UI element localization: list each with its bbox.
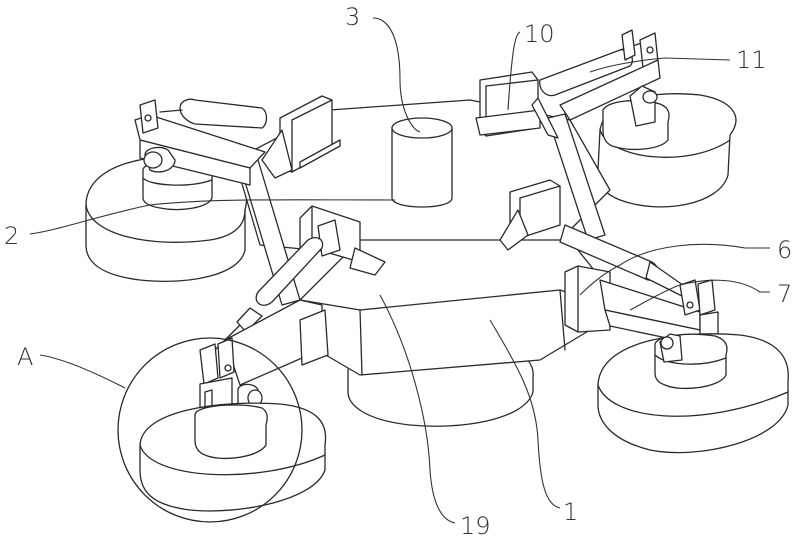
disc-back-right <box>596 93 737 208</box>
label-7: 7 <box>777 280 792 308</box>
leader-10 <box>507 31 521 111</box>
label-10: 10 <box>524 20 555 48</box>
label-3: 3 <box>345 3 360 31</box>
leader-7 <box>629 279 770 311</box>
leader-3 <box>372 17 421 133</box>
labels: 3 10 11 2 6 7 A 19 1 <box>4 3 792 540</box>
arm-back-left <box>134 98 268 186</box>
label-11: 11 <box>736 46 767 74</box>
leader-A <box>39 354 126 389</box>
label-19: 19 <box>460 512 491 540</box>
hydraulic-cylinder-11 <box>539 29 661 127</box>
leader-19 <box>379 294 456 524</box>
leader-6 <box>579 243 770 296</box>
mounting-block-10 <box>475 71 559 139</box>
disc-back-left <box>85 156 248 282</box>
hexagonal-body <box>299 239 611 376</box>
leader-1 <box>489 319 561 509</box>
leader-lines <box>29 17 770 524</box>
central-cylinder <box>391 117 453 208</box>
detail-circle-A <box>117 337 303 523</box>
mounting-block-mid-right <box>499 179 561 251</box>
mounting-block-top-left <box>261 95 341 179</box>
leader-2 <box>29 199 396 235</box>
label-1: 1 <box>563 498 578 526</box>
disc-front-right <box>597 333 789 454</box>
disc-front-left <box>139 402 327 512</box>
label-2: 2 <box>4 222 19 250</box>
label-6: 6 <box>777 236 792 264</box>
label-A: A <box>17 343 33 371</box>
leader-11 <box>589 57 731 73</box>
arm-front-right <box>559 224 719 353</box>
